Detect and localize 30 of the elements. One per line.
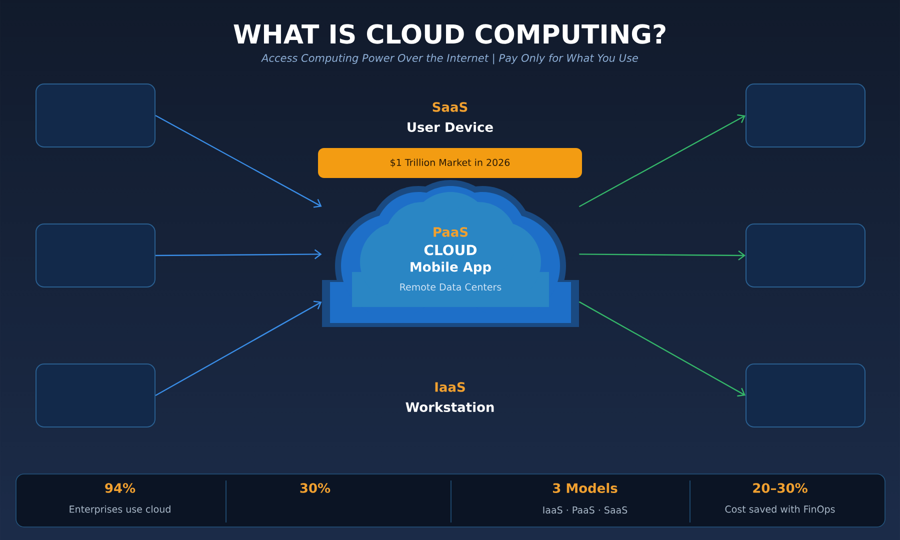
stat-value: 30% xyxy=(300,483,330,493)
rounded-box xyxy=(746,224,866,288)
banner: $1 Trillion Market in 2026 xyxy=(318,148,582,178)
rounded-box xyxy=(36,224,156,288)
arrow xyxy=(578,301,746,397)
service-label: SaaS xyxy=(432,102,468,112)
device-label: Workstation xyxy=(406,402,494,412)
stat-label: IaaS · PaaS · SaaS xyxy=(543,506,628,514)
rounded-box xyxy=(36,364,156,428)
arrow xyxy=(155,114,322,208)
stat-label: Cost saved with FinOps xyxy=(725,505,835,515)
arrow xyxy=(156,249,322,260)
cloud-title: CLOUD xyxy=(424,244,477,256)
subtitle: Access Computing Power Over the Internet | Pay Only for What You Use xyxy=(261,54,638,64)
device-label: User Device xyxy=(408,122,493,132)
arrow xyxy=(579,250,746,260)
rounded-box xyxy=(746,84,866,148)
rounded-box xyxy=(746,364,866,428)
arrow xyxy=(578,114,746,208)
rounded-box xyxy=(36,84,156,148)
cloud-subtitle: Remote Data Centers xyxy=(400,283,502,291)
arrow xyxy=(155,300,322,396)
title: WHAT IS CLOUD COMPUTING? xyxy=(234,24,666,44)
stat-value: 94% xyxy=(105,483,136,493)
device-label: Mobile App xyxy=(410,262,491,274)
service-label: IaaS xyxy=(435,382,465,392)
stat-value: 20–30% xyxy=(753,483,808,493)
stat-value: 3 Models xyxy=(553,482,618,494)
service-label: PaaS xyxy=(434,227,468,237)
stat-label: Enterprises use cloud xyxy=(70,505,170,515)
